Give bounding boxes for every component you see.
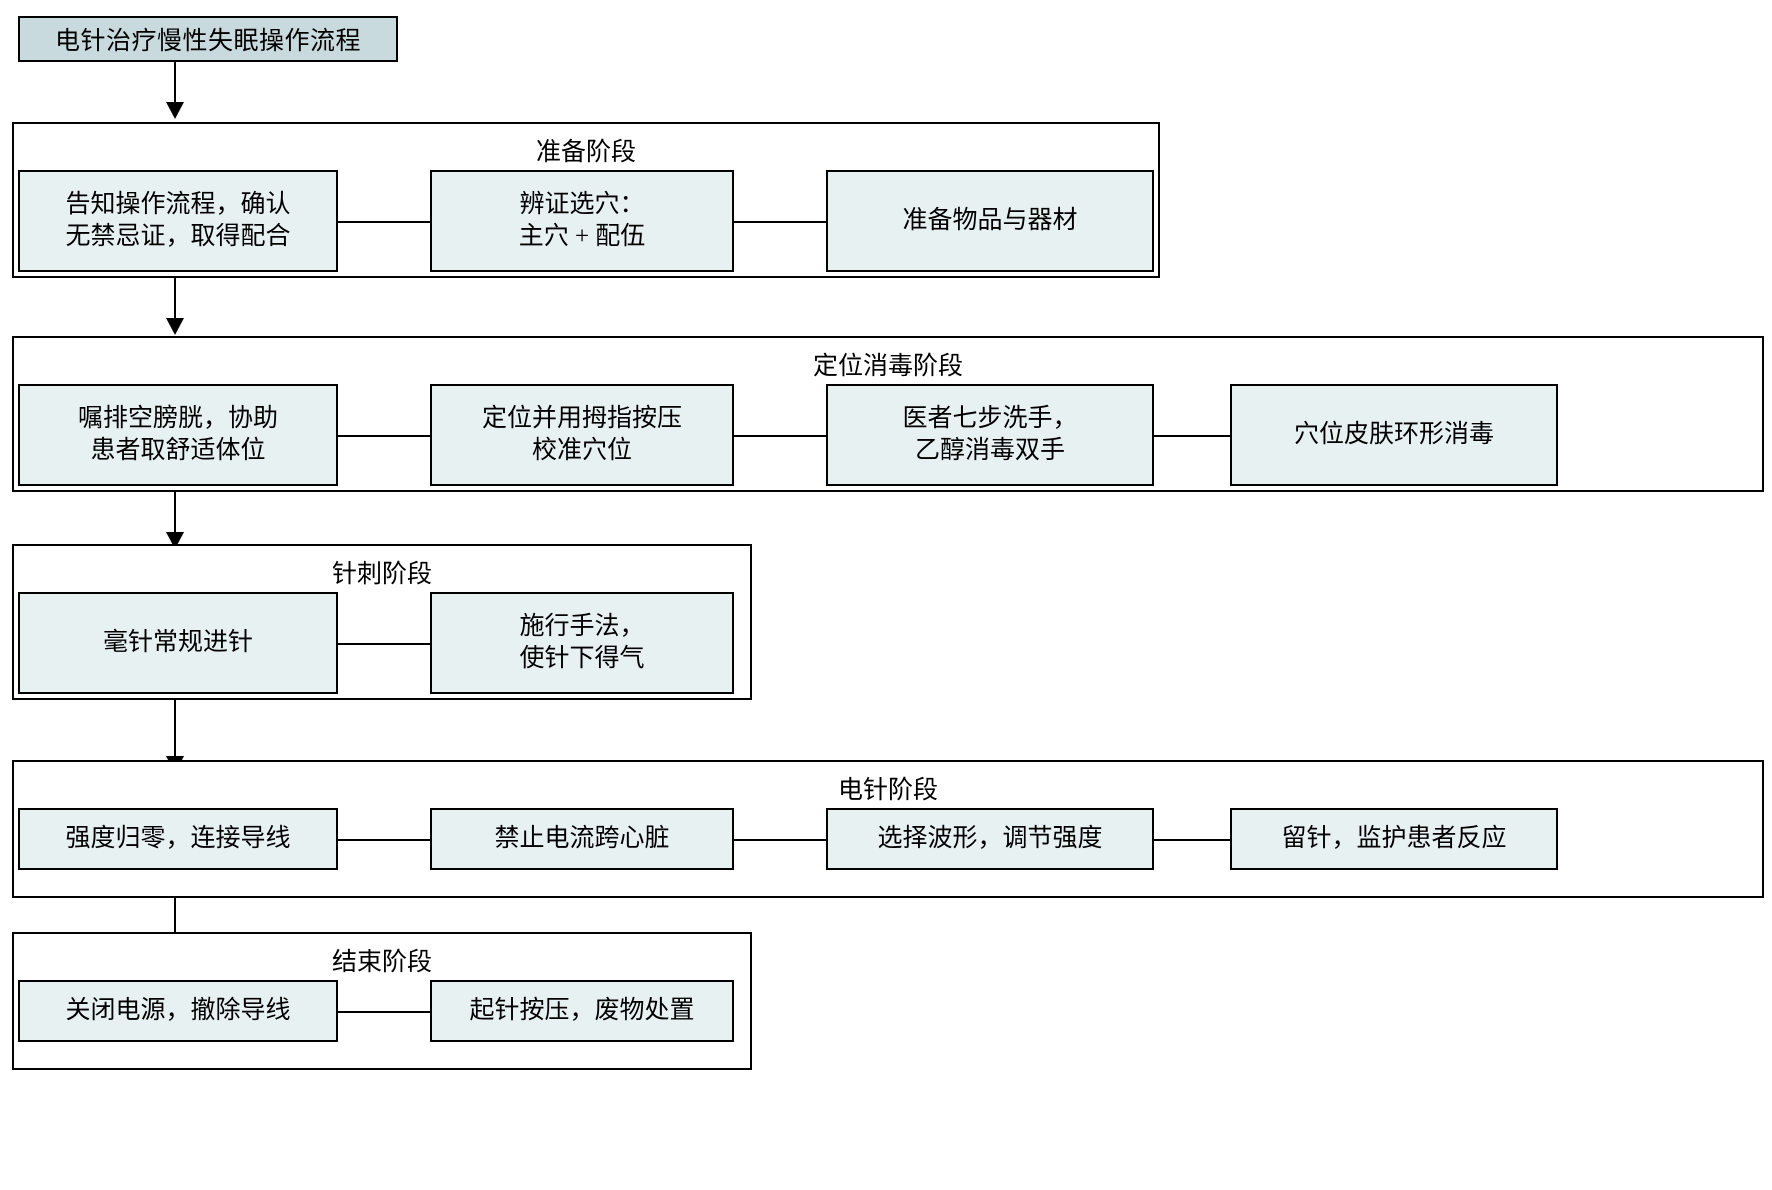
connector-needling-1-2 (338, 643, 430, 645)
connector-positioning-to-needling (174, 492, 176, 534)
step-empty-bladder-position[interactable]: 嘱排空膀胱，协助 患者取舒适体位 (18, 384, 338, 486)
step-prepare-materials[interactable]: 准备物品与器材 (826, 170, 1154, 272)
connector-preparation-to-positioning (174, 278, 176, 320)
step-power-off-remove-wires[interactable]: 关闭电源，撤除导线 (18, 980, 338, 1042)
connector-prep-1-2 (338, 221, 430, 223)
step-select-waveform-adjust[interactable]: 选择波形，调节强度 (826, 808, 1154, 870)
connector-needling-to-electroacupuncture (174, 700, 176, 758)
cluster-label-completion: 结束阶段 (331, 949, 432, 976)
connector-prep-2-3 (734, 221, 826, 223)
arrowhead-preparation-to-positioning (166, 318, 184, 335)
cluster-label-needling: 针刺阶段 (331, 561, 432, 588)
step-select-acupoints[interactable]: 辨证选穴： 主穴 + 配伍 (430, 170, 734, 272)
step-withdraw-needle-dispose[interactable]: 起针按压，废物处置 (430, 980, 734, 1042)
arrowhead-title-to-preparation (166, 102, 184, 119)
connector-completion-1-2 (338, 1011, 430, 1013)
step-zero-intensity-connect[interactable]: 强度归零，连接导线 (18, 808, 338, 870)
step-skin-circular-disinfect[interactable]: 穴位皮肤环形消毒 (1230, 384, 1558, 486)
connector-pos-3-4 (1154, 435, 1230, 437)
connector-ea-3-4 (1154, 839, 1230, 841)
flowchart-title-node: 电针治疗慢性失眠操作流程 (18, 16, 398, 62)
connector-title-to-preparation (174, 62, 176, 104)
step-inform-consent[interactable]: 告知操作流程，确认 无禁忌证，取得配合 (18, 170, 338, 272)
cluster-label-electroacupuncture: 电针阶段 (837, 777, 938, 804)
step-insert-filiform-needle[interactable]: 毫针常规进针 (18, 592, 338, 694)
step-locate-thumb-press[interactable]: 定位并用拇指按压 校准穴位 (430, 384, 734, 486)
connector-pos-1-2 (338, 435, 430, 437)
connector-electroacupuncture-to-completion (174, 898, 176, 940)
cluster-label-preparation: 准备阶段 (535, 139, 636, 166)
step-retain-needle-monitor[interactable]: 留针，监护患者反应 (1230, 808, 1558, 870)
step-no-current-across-heart[interactable]: 禁止电流跨心脏 (430, 808, 734, 870)
cluster-label-positioning-disinfection: 定位消毒阶段 (812, 353, 963, 380)
step-manipulation-deqi[interactable]: 施行手法， 使针下得气 (430, 592, 734, 694)
connector-ea-2-3 (734, 839, 826, 841)
connector-pos-2-3 (734, 435, 826, 437)
connector-ea-1-2 (338, 839, 430, 841)
step-seven-step-handwash[interactable]: 医者七步洗手， 乙醇消毒双手 (826, 384, 1154, 486)
